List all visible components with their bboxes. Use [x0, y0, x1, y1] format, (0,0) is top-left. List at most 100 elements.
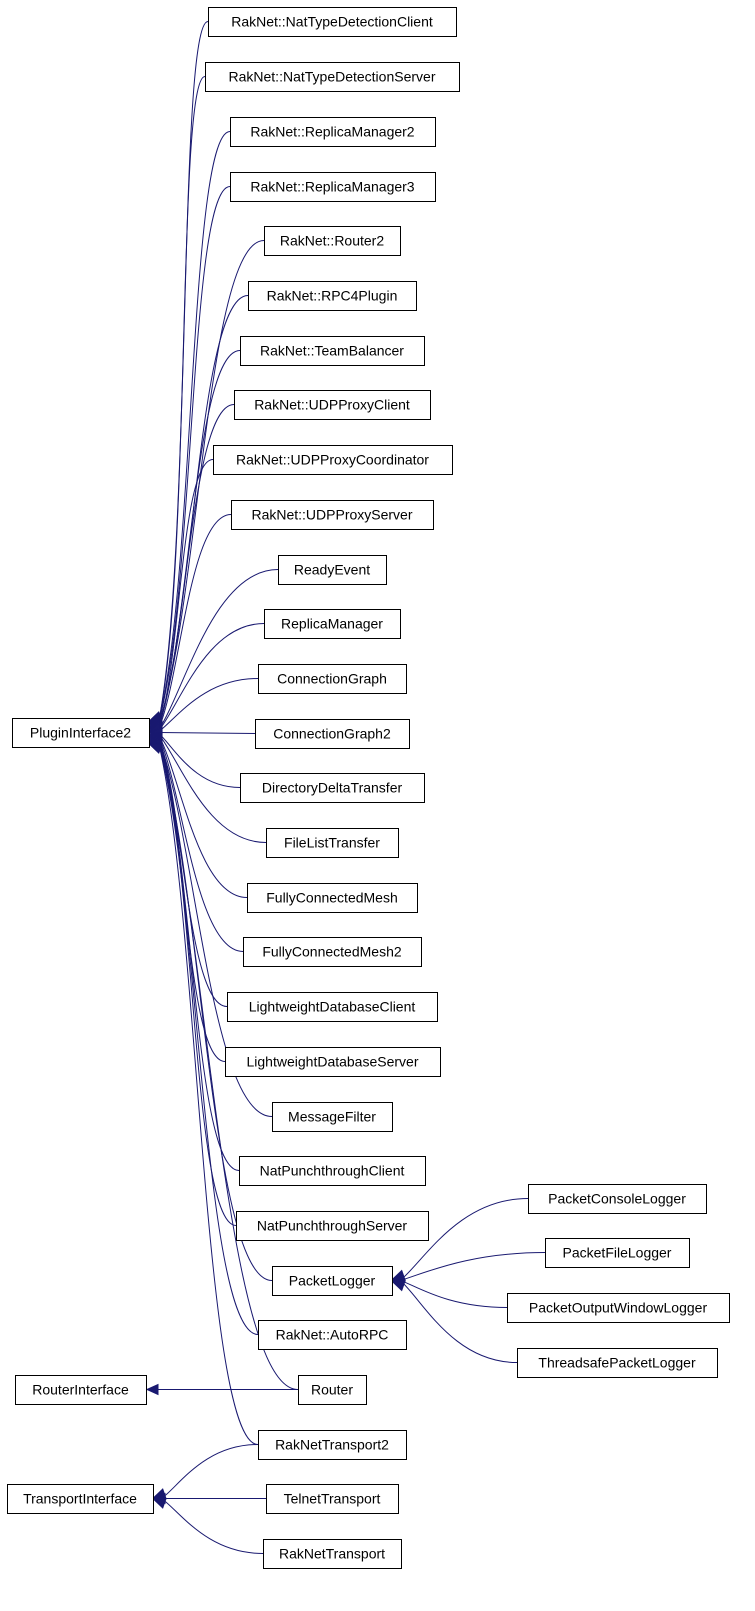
class-box	[12, 718, 150, 748]
class-node-routerinterface[interactable]: RouterInterface	[15, 1375, 147, 1405]
class-node-raknet-teambalancer[interactable]: RakNet::TeamBalancer	[240, 336, 425, 366]
class-box	[258, 664, 407, 694]
class-node-natpunchthroughserver[interactable]: NatPunchthroughServer	[236, 1211, 429, 1241]
class-node-lightweightdatabaseclient[interactable]: LightweightDatabaseClient	[227, 992, 438, 1022]
arrowhead-icon	[391, 1280, 406, 1292]
class-node-raknet-autorpc[interactable]: RakNet::AutoRPC	[258, 1320, 407, 1350]
inheritance-edge	[158, 459, 214, 728]
class-node-filelisttransfer[interactable]: FileListTransfer	[266, 828, 399, 858]
class-label: RakNet::UDPProxyCoordinator	[236, 452, 429, 468]
class-box	[278, 555, 387, 585]
class-label: PacketConsoleLogger	[548, 1191, 686, 1207]
class-label: ReplicaManager	[281, 616, 383, 632]
class-node-fullyconnectedmesh[interactable]: FullyConnectedMesh	[247, 883, 418, 913]
class-node-messagefilter[interactable]: MessageFilter	[272, 1102, 393, 1132]
class-box	[266, 828, 399, 858]
class-label: MessageFilter	[288, 1109, 376, 1125]
class-node-packetfilelogger[interactable]: PacketFileLogger	[545, 1238, 690, 1268]
class-node-raknettransport[interactable]: RakNetTransport	[263, 1539, 402, 1569]
class-node-raknet-nattypedetectionclient[interactable]: RakNet::NatTypeDetectionClient	[208, 7, 457, 37]
inheritance-edge	[158, 514, 232, 729]
inheritance-edge	[401, 1281, 518, 1363]
class-label: DirectoryDeltaTransfer	[262, 780, 403, 796]
class-node-raknet-udpproxyserver[interactable]: RakNet::UDPProxyServer	[231, 500, 434, 530]
class-box	[258, 1320, 407, 1350]
class-label: PacketFileLogger	[563, 1245, 672, 1261]
class-node-raknet-udpproxycoordinator[interactable]: RakNet::UDPProxyCoordinator	[213, 445, 453, 475]
class-label: Router	[311, 1382, 353, 1398]
class-node-raknet-router2[interactable]: RakNet::Router2	[264, 226, 401, 256]
class-node-raknet-replicamanager2[interactable]: RakNet::ReplicaManager2	[230, 117, 436, 147]
class-label: ThreadsafePacketLogger	[538, 1355, 696, 1371]
class-label: RakNet::TeamBalancer	[260, 343, 404, 359]
class-label: PacketOutputWindowLogger	[529, 1300, 708, 1316]
inheritance-edge	[158, 76, 206, 721]
class-node-plugininterface2[interactable]: PluginInterface2	[12, 718, 150, 748]
class-node-packetoutputwindowlogger[interactable]: PacketOutputWindowLogger	[507, 1293, 730, 1323]
class-node-threadsafepacketlogger[interactable]: ThreadsafePacketLogger	[517, 1348, 718, 1378]
class-label: RakNet::AutoRPC	[276, 1327, 389, 1343]
inheritance-edge	[158, 678, 259, 732]
class-node-raknet-nattypedetectionserver[interactable]: RakNet::NatTypeDetectionServer	[205, 62, 460, 92]
class-node-packetlogger[interactable]: PacketLogger	[272, 1266, 393, 1296]
class-node-replicamanager[interactable]: ReplicaManager	[264, 609, 401, 639]
class-label: ConnectionGraph	[277, 671, 387, 687]
inheritance-edge	[158, 743, 273, 1281]
class-node-natpunchthroughclient[interactable]: NatPunchthroughClient	[239, 1156, 426, 1186]
class-node-raknet-rpc4plugin[interactable]: RakNet::RPC4Plugin	[248, 281, 417, 311]
class-label: TelnetTransport	[284, 1491, 381, 1507]
inheritance-edge	[158, 742, 237, 1226]
class-node-fullyconnectedmesh2[interactable]: FullyConnectedMesh2	[243, 937, 422, 967]
inheritance-edge	[158, 623, 265, 731]
class-node-directorydeltatransfer[interactable]: DirectoryDeltaTransfer	[240, 773, 425, 803]
class-box	[272, 1102, 393, 1132]
inheritance-edge	[158, 569, 279, 730]
class-label: ConnectionGraph2	[273, 726, 391, 742]
class-box	[272, 1266, 393, 1296]
class-label: RakNet::NatTypeDetectionClient	[231, 14, 433, 30]
class-box	[240, 773, 425, 803]
class-node-raknet-udpproxyclient[interactable]: RakNet::UDPProxyClient	[234, 390, 431, 420]
class-node-connectiongraph2[interactable]: ConnectionGraph2	[255, 719, 410, 749]
class-node-raknettransport2[interactable]: RakNetTransport2	[258, 1430, 407, 1460]
inheritance-edge	[158, 736, 244, 952]
class-box	[243, 937, 422, 967]
class-node-router[interactable]: Router	[298, 1375, 367, 1405]
inheritance-edge	[158, 744, 299, 1390]
class-box	[205, 62, 460, 92]
class-box	[240, 336, 425, 366]
class-box	[234, 390, 431, 420]
class-label: FullyConnectedMesh	[266, 890, 398, 906]
class-box	[231, 500, 434, 530]
class-node-connectiongraph[interactable]: ConnectionGraph	[258, 664, 407, 694]
class-label: ReadyEvent	[294, 562, 370, 578]
class-node-readyevent[interactable]: ReadyEvent	[278, 555, 387, 585]
inheritance-edge	[401, 1280, 508, 1308]
inheritance-edge	[158, 131, 231, 721]
class-node-transportinterface[interactable]: TransportInterface	[7, 1484, 154, 1514]
class-node-raknet-replicamanager3[interactable]: RakNet::ReplicaManager3	[230, 172, 436, 202]
inheritance-edge	[158, 744, 259, 1445]
class-label: RakNet::RPC4Plugin	[267, 288, 398, 304]
class-node-telnettransport[interactable]: TelnetTransport	[266, 1484, 399, 1514]
class-label: RouterInterface	[32, 1382, 129, 1398]
inheritance-edge	[158, 734, 267, 843]
edges-layer	[145, 21, 546, 1554]
inheritance-edge	[401, 1198, 529, 1280]
arrowhead-icon	[148, 742, 163, 754]
class-box	[230, 172, 436, 202]
class-box	[247, 883, 418, 913]
inheritance-edge	[158, 732, 256, 734]
arrowhead-icon	[152, 1497, 167, 1509]
class-node-packetconsolelogger[interactable]: PacketConsoleLogger	[528, 1184, 707, 1214]
class-label: RakNet::Router2	[280, 233, 384, 249]
class-label: NatPunchthroughServer	[257, 1218, 408, 1234]
class-box	[230, 117, 436, 147]
class-label: LightweightDatabaseServer	[247, 1054, 419, 1070]
class-box	[227, 992, 438, 1022]
inheritance-edge	[158, 744, 259, 1335]
class-node-lightweightdatabaseserver[interactable]: LightweightDatabaseServer	[225, 1047, 441, 1077]
nodes-layer: RakNet::NatTypeDetectionClientRakNet::Na…	[7, 7, 730, 1569]
inheritance-edge	[158, 739, 273, 1117]
